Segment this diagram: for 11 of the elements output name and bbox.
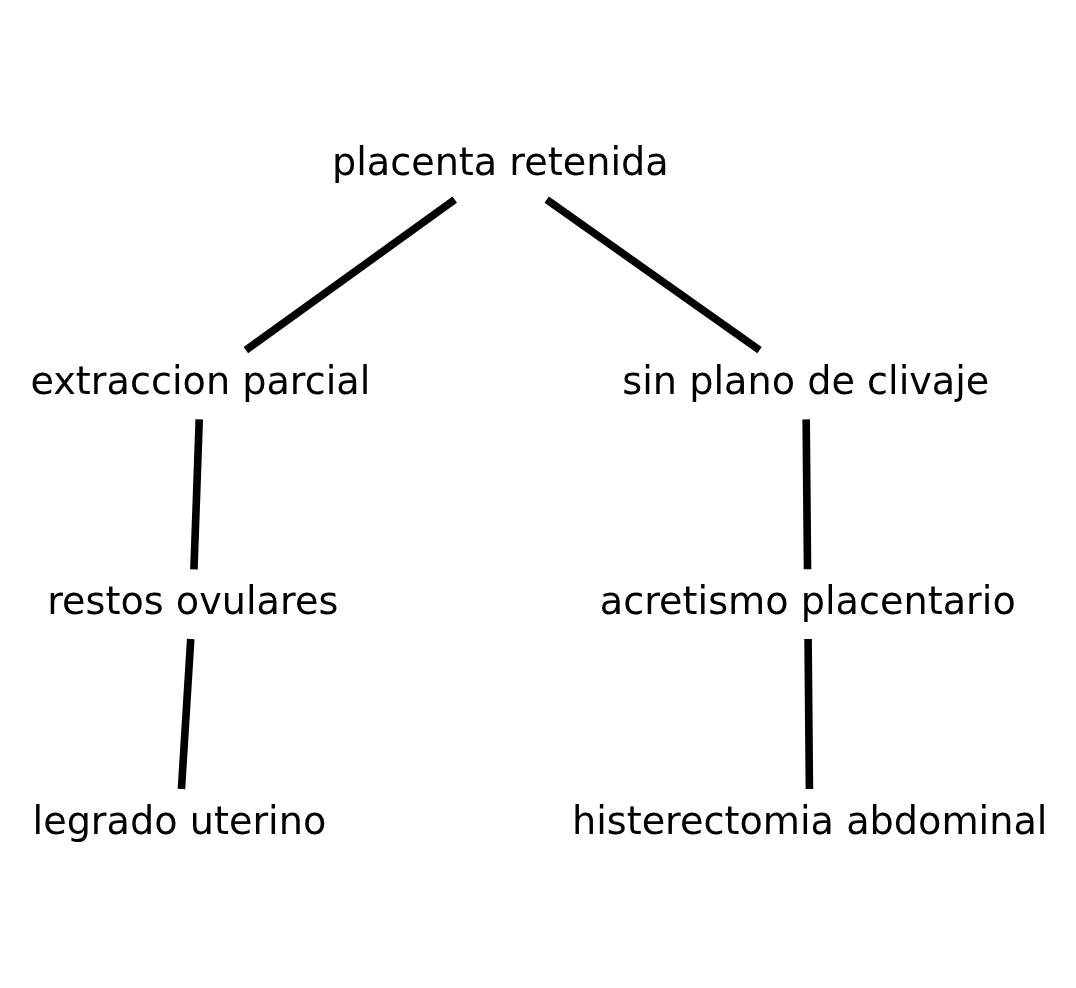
node-text: sin plano de clivaje [622,358,990,403]
node-text: restos ovulares [47,578,339,623]
node-text: acretismo placentario [599,578,1016,623]
connector [802,418,812,569]
connector [190,418,204,569]
connector [544,196,762,353]
node-text: histerectomia abdominal [571,798,1048,843]
node-text: extraccion parcial [30,358,371,403]
node-text: legrado uterino [32,798,327,843]
node-text: placenta retenida [331,139,669,184]
connector [243,196,457,353]
